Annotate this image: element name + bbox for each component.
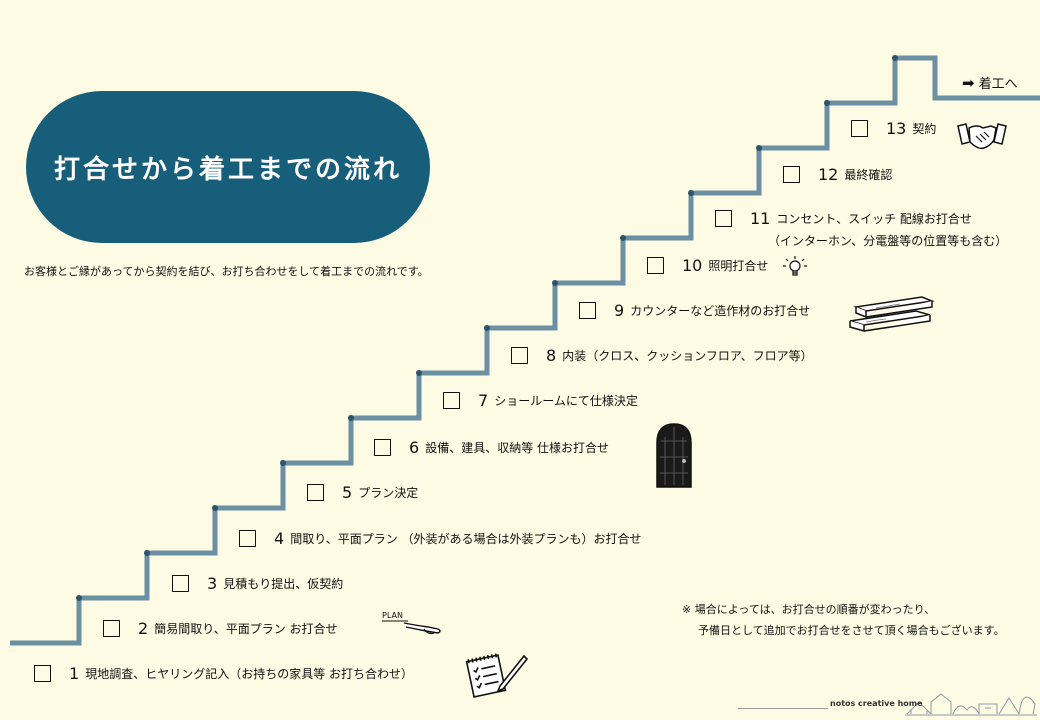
step-checkbox[interactable] <box>307 484 324 501</box>
stair-corner-dot <box>484 325 490 331</box>
step-checkbox[interactable] <box>647 257 664 274</box>
staircase-dots <box>76 55 898 601</box>
step-number: 4 <box>274 529 285 548</box>
step-number: 12 <box>818 165 839 184</box>
step-11: 11 コンセント、スイッチ 配線お打合せ <box>715 209 972 228</box>
step-label: コンセント、スイッチ 配線お打合せ <box>776 212 972 226</box>
step-number: 6 <box>409 438 420 457</box>
step-12: 12 最終確認 <box>783 165 892 184</box>
checklist-icon <box>465 653 528 698</box>
step-checkbox[interactable] <box>443 392 460 409</box>
step-7: 7 ショールームにて仕様決定 <box>443 391 638 410</box>
step-number: 11 <box>750 209 771 228</box>
step-number: 13 <box>886 119 907 138</box>
intro-text: お客様とご縁があってから契約を結び、お打ち合わせをして着工までの流れです。 <box>24 265 429 278</box>
footer-divider <box>738 708 828 709</box>
step-checkbox[interactable] <box>579 302 596 319</box>
step-6: 6 設備、建具、収納等 仕様お打合せ <box>374 438 609 457</box>
step-4: 4 間取り、平面プラン （外装がある場合は外装プランも）お打合せ <box>239 529 642 548</box>
page-title: 打合せから着工までの流れ <box>53 154 402 185</box>
step-label: 照明打合せ <box>708 259 769 273</box>
step-number: 10 <box>682 256 703 275</box>
stair-corner-dot <box>756 145 762 151</box>
stair-corner-dot <box>892 55 898 61</box>
step-1: 1 現地調査、ヒヤリング記入（お持ちの家具等 お打ち合わせ） <box>34 664 413 683</box>
step-2: 2 簡易間取り、平面プラン お打合せ <box>103 619 338 638</box>
arrow-right-icon: ➡ <box>962 73 975 92</box>
door-icon <box>656 423 692 488</box>
step-checkbox[interactable] <box>103 620 120 637</box>
step-number: 2 <box>138 619 149 638</box>
step-13: 13 契約 <box>851 119 936 138</box>
step-number: 9 <box>614 301 625 320</box>
stair-corner-dot <box>416 370 422 376</box>
stair-corner-dot <box>144 550 150 556</box>
stair-corner-dot <box>824 100 830 106</box>
step-5: 5 プラン決定 <box>307 483 418 502</box>
step-3: 3 見積もり提出、仮契約 <box>172 574 343 593</box>
step-number: 5 <box>342 483 353 502</box>
handshake-icon <box>957 123 1007 150</box>
lightbulb-icon <box>783 256 807 276</box>
step-checkbox[interactable] <box>172 575 189 592</box>
stair-corner-dot <box>552 280 558 286</box>
stair-corner-dot <box>76 595 82 601</box>
stair-corner-dot <box>348 415 354 421</box>
step-label: 現地調査、ヒヤリング記入（お持ちの家具等 お打ち合わせ） <box>85 667 414 681</box>
step-checkbox[interactable] <box>239 530 256 547</box>
stair-corner-dot <box>688 190 694 196</box>
step-checkbox[interactable] <box>511 347 528 364</box>
goal-text: 着工へ <box>978 77 1018 92</box>
step-checkbox[interactable] <box>783 166 800 183</box>
step-9: 9 カウンターなど造作材のお打合せ <box>579 301 810 320</box>
step-checkbox[interactable] <box>715 210 732 227</box>
stair-corner-dot <box>620 235 626 241</box>
footer-brand: notos creative home <box>830 699 923 708</box>
stair-corner-dot <box>212 505 218 511</box>
step-label: 見積もり提出、仮契約 <box>223 577 344 591</box>
step-checkbox[interactable] <box>34 665 51 682</box>
step-label: 簡易間取り、平面プラン お打合せ <box>154 622 338 636</box>
step-label: 最終確認 <box>844 168 893 182</box>
step-label: 間取り、平面プラン （外装がある場合は外装プランも）お打合せ <box>290 532 642 546</box>
stair-corner-dot <box>280 460 286 466</box>
step-label: カウンターなど造作材のお打合せ <box>630 304 811 318</box>
wood-planks-icon <box>849 296 935 332</box>
step-label: 設備、建具、収納等 仕様お打合せ <box>425 441 610 455</box>
note-line-1: ※ 場合によっては、お打合せの順番が変わったり、 <box>682 603 936 616</box>
step-label: 契約 <box>912 122 937 136</box>
step-number: 1 <box>69 664 80 683</box>
step-number: 3 <box>207 574 218 593</box>
plan-sketch-text: PLAN <box>382 611 403 620</box>
step-label: 内装（クロス、クッションフロア、フロア等） <box>562 349 813 363</box>
step-checkbox[interactable] <box>851 120 868 137</box>
step-number: 7 <box>478 391 489 410</box>
staircase-line <box>10 55 1040 646</box>
house-doodle-icon <box>905 693 1037 716</box>
step-label: プラン決定 <box>358 486 419 500</box>
goal-label: ➡ 着工へ <box>962 73 1018 93</box>
title-pill: 打合せから着工までの流れ <box>26 91 430 243</box>
pen-sketch-icon: PLAN <box>382 611 441 635</box>
step-label: ショールームにて仕様決定 <box>494 394 638 408</box>
step-11-sub-label: （インターホン、分電盤等の位置等も含む） <box>768 234 1008 248</box>
note-line-2: 予備日として追加でお打合せをさせて頂く場合もございます。 <box>698 624 1005 637</box>
step-number: 8 <box>546 346 557 365</box>
step-10: 10 照明打合せ <box>647 256 768 275</box>
step-8: 8 内装（クロス、クッションフロア、フロア等） <box>511 346 813 365</box>
step-checkbox[interactable] <box>374 439 391 456</box>
